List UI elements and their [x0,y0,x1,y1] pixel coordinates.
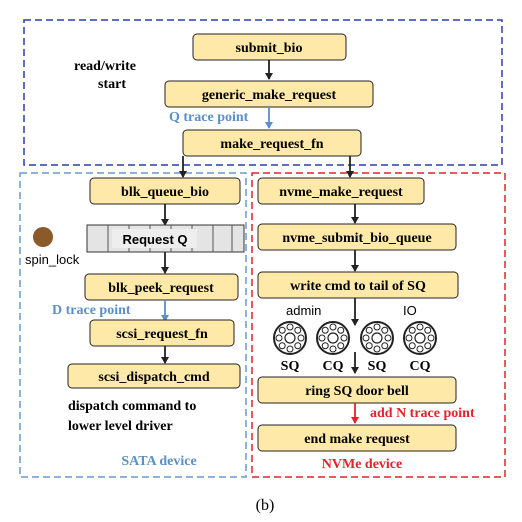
d-trace-point-label: D trace point [52,303,131,318]
ring-sq-door-bell-node [257,376,457,404]
admin-label: admin [286,303,321,318]
make-request-fn-node [182,129,362,157]
dispatch-text-line2: lower level driver [68,419,173,434]
queue-label-2: SQ [368,359,387,374]
io-label: IO [403,303,417,318]
end-make-request-node [257,424,457,452]
queue-label-3: CQ [410,359,431,374]
queue-label-1: CQ [323,359,344,374]
blk-peek-request-node [84,273,239,301]
scsi-request-fn-label: scsi_request_fn [116,327,208,342]
scsi-dispatch-cmd-node [67,363,241,389]
nvme-submit-bio-queue-node [257,223,457,251]
request-q-label: Request Q [122,232,187,247]
nvme-make-request-node [257,177,425,205]
queue-rings [273,321,437,355]
sata-region-label: SATA device [121,454,196,469]
spin-lock-label: spin_lock [25,252,80,267]
q-trace-point-label: Q trace point [169,110,249,125]
request-queue [86,224,245,253]
write-cmd-label: write cmd to tail of SQ [290,279,426,294]
queue-ring-0 [273,321,307,355]
blk-queue-bio-label: blk_queue_bio [121,185,209,200]
start-label-line1: read/write [74,59,136,74]
spin-lock-dot [33,227,53,247]
submit-bio-label: submit_bio [236,41,303,56]
scsi-dispatch-cmd-label: scsi_dispatch_cmd [98,370,209,385]
generic-make-request-label: generic_make_request [202,88,337,103]
start-label-line2: start [98,77,126,92]
top-region-border [23,19,503,166]
queue-label-0: SQ [281,359,300,374]
ring-sq-door-bell-label: ring SQ door bell [305,384,409,399]
write-cmd-node [257,271,459,299]
dispatch-text-line1: dispatch command to [68,399,196,414]
queue-ring-1 [316,321,350,355]
nvme-region-label: NVMe device [322,457,402,472]
make-request-fn-label: make_request_fn [220,137,323,152]
queue-ring-3 [403,321,437,355]
nvme-make-request-label: nvme_make_request [279,185,403,200]
sata-region-border [19,172,247,478]
blk-peek-request-label: blk_peek_request [108,281,214,296]
queue-ring-2 [360,321,394,355]
figure-caption: (b) [256,497,275,514]
nvme-submit-bio-queue-label: nvme_submit_bio_queue [282,231,431,246]
nvme-region-border [251,172,506,478]
scsi-request-fn-node [89,319,235,347]
add-n-trace-point-label: add N trace point [370,406,475,421]
end-make-request-label: end make request [304,432,410,447]
